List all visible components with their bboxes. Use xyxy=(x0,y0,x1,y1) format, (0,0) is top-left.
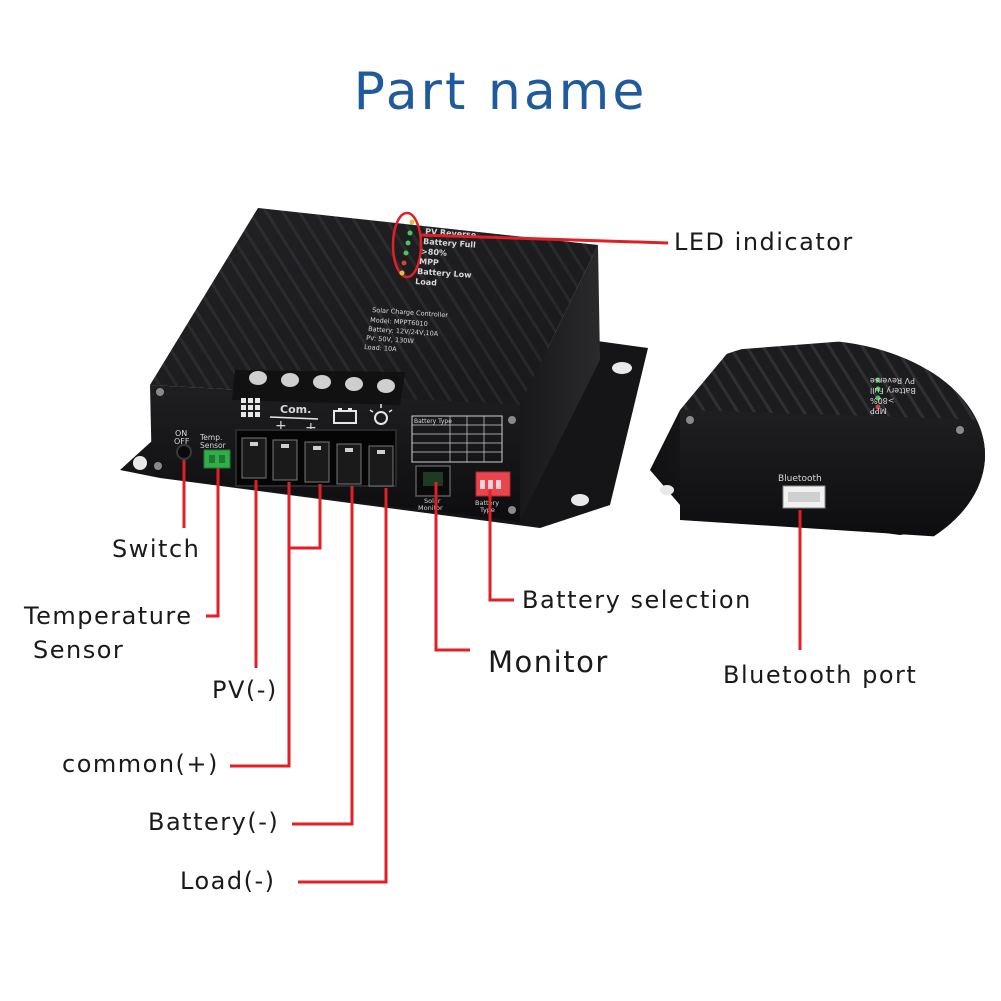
svg-text:Load: Load xyxy=(415,277,438,288)
battery-icon xyxy=(333,408,357,424)
led-dot xyxy=(403,250,409,256)
callout-load xyxy=(298,488,388,884)
svg-text:Monitor: Monitor xyxy=(418,504,443,512)
led-indicator-panel: PV Reverse Battery Full >80% MPP Battery… xyxy=(391,211,477,288)
led-highlight-ring xyxy=(391,211,423,279)
mounting-hole xyxy=(571,494,589,506)
led-dot xyxy=(405,240,411,246)
callout-lines xyxy=(182,233,802,884)
svg-text:Solar: Solar xyxy=(424,497,441,505)
load-bulb-icon xyxy=(369,404,393,425)
page-title: Part name xyxy=(353,62,648,122)
charge-controller-device: Solar Charge Controller Model: MPPT6010 … xyxy=(120,208,648,528)
label-common-plus: common(+) xyxy=(62,750,219,778)
svg-text:PV: 50V, 130W: PV: 50V, 130W xyxy=(366,334,415,345)
label-led-indicator: LED indicator xyxy=(674,228,854,256)
switch-off-label: OFF xyxy=(174,437,190,446)
svg-text:Battery Type: Battery Type xyxy=(414,418,452,425)
device-side-face xyxy=(520,245,600,520)
callout-battery xyxy=(292,486,354,826)
label-switch: Switch xyxy=(112,535,201,563)
svg-text:>80%: >80% xyxy=(870,396,895,405)
pv-icon xyxy=(241,398,260,417)
bluetooth-zoom-inset: PV Reverse Battery Full >80% MPP Bluetoo… xyxy=(635,340,985,570)
label-temperature-line1: Temperature xyxy=(24,602,193,630)
plus-sign: + xyxy=(275,418,287,434)
led-dot xyxy=(409,219,415,225)
callout-battery-selection xyxy=(488,490,514,602)
led-dot xyxy=(399,270,405,276)
svg-text:Battery: Battery xyxy=(475,499,499,507)
plus-sign: + xyxy=(305,420,317,436)
svg-text:MPP: MPP xyxy=(419,257,439,267)
svg-text:Battery Low: Battery Low xyxy=(417,267,473,280)
common-label: Com. xyxy=(280,403,311,416)
led-dot xyxy=(401,260,407,266)
switch-on-label: ON xyxy=(175,429,187,438)
label-monitor: Monitor xyxy=(488,645,609,679)
label-load-minus: Load(-) xyxy=(180,867,276,895)
svg-text:MPP: MPP xyxy=(870,406,887,415)
terminal-sockets xyxy=(235,429,397,487)
callout-monitor xyxy=(434,482,470,652)
temp-label: Temp. xyxy=(199,433,222,442)
svg-text:Load: 10A: Load: 10A xyxy=(364,343,398,353)
mounting-hole xyxy=(133,456,147,470)
label-temperature-line2: Sensor xyxy=(33,636,125,664)
callout-temperature xyxy=(206,468,220,618)
mounting-hole xyxy=(612,362,632,374)
temperature-sensor-terminal[interactable] xyxy=(203,449,231,469)
callout-common-join xyxy=(289,484,322,550)
terminal-screws xyxy=(249,371,395,393)
label-battery-selection: Battery selection xyxy=(522,586,752,614)
bluetooth-port-label: Bluetooth xyxy=(778,474,822,484)
temp-label: Sensor xyxy=(200,441,227,450)
callout-led xyxy=(419,233,669,245)
svg-text:>80%: >80% xyxy=(421,247,447,258)
label-battery-minus: Battery(-) xyxy=(148,808,280,836)
power-switch[interactable] xyxy=(176,444,192,460)
battery-minus-socket[interactable] xyxy=(336,443,362,485)
battery-type-table: Battery Type xyxy=(411,415,503,463)
callout-common xyxy=(230,482,291,768)
label-bluetooth-port: Bluetooth port xyxy=(723,661,918,689)
led-dot xyxy=(407,230,413,236)
svg-text:Battery Full: Battery Full xyxy=(423,237,477,250)
svg-text:PV Reverse: PV Reverse xyxy=(870,376,915,385)
label-pv-minus: PV(-) xyxy=(212,676,278,704)
svg-text:Type: Type xyxy=(479,506,495,514)
svg-text:Battery Full: Battery Full xyxy=(870,386,916,395)
